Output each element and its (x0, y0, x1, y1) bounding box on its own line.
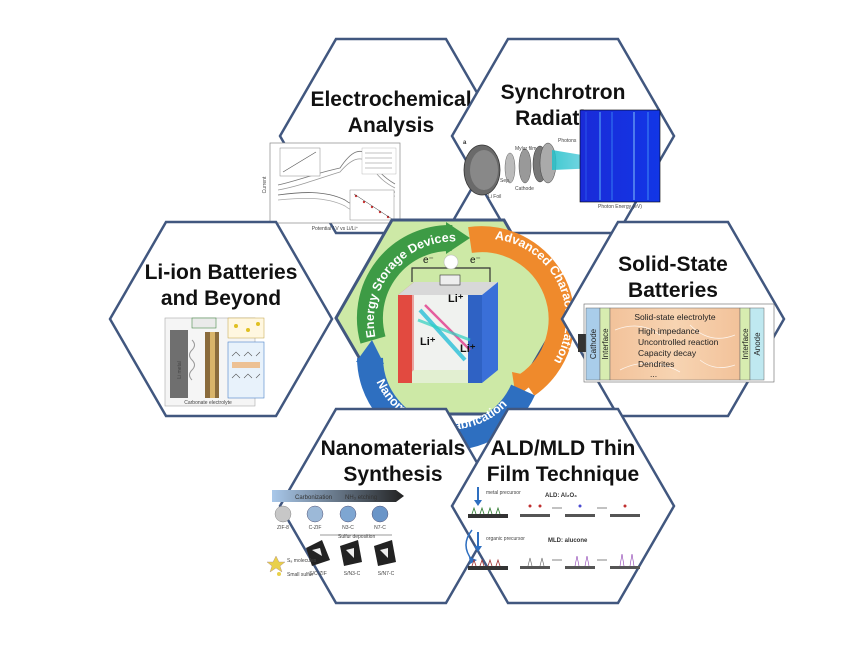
sample-bottom-3: S/N7-C (378, 571, 395, 577)
hex-solid-state-batteries: Solid-State Batteries Cathode Interface … (560, 220, 786, 418)
hex-synchrotron-radiation: Synchrotron Radiation a Mylar film Photo… (450, 37, 676, 235)
arc-energy-storage-arrowhead (446, 222, 470, 254)
issue-high-impedance: High impedance (638, 326, 700, 336)
sample-top-2: C-ZIF (309, 525, 322, 531)
cathode-label: Cathode (589, 328, 598, 359)
hex-title-line1: ALD/MLD Thin (491, 437, 636, 460)
hex-title-line1: Solid-State (618, 253, 728, 276)
interface-right-label: Interface (741, 328, 750, 360)
label-separator: Sep. (500, 178, 510, 184)
spectrum-xlabel: Photon Energy (eV) (598, 204, 642, 210)
hex-center: e⁻ e⁻ Li⁺ Li⁺ Li⁺ Energy Storage Devices… (334, 218, 577, 451)
sample-bottom-1: S/C-ZIF (309, 571, 327, 577)
sample-top-3: N3-C (342, 525, 354, 531)
hex-title-line1: Li-ion Batteries (145, 261, 298, 284)
li-metal-battery-image: Li metal Carbonate electrolyte (164, 317, 265, 407)
ald-label: ALD: Al₂O₃ (545, 493, 577, 499)
label-cathode: Cathode (515, 186, 534, 192)
sulfur-step-label: Sulfur deposition (338, 534, 375, 540)
hex-title-line1: Electrochemical (310, 88, 471, 111)
cv-plot-image: Potential / V vs Li/Li⁺ Current (262, 142, 401, 232)
electron-label-left: e⁻ (423, 255, 434, 266)
anode-label: Anode (753, 332, 762, 356)
panel-label: a (463, 140, 467, 146)
small-sulfur-icon (277, 572, 281, 576)
label-photons: Photons (558, 138, 577, 144)
synchrotron-setup-image: a Mylar film Photons Cathode Sep. Li Foi… (463, 109, 661, 210)
hex-title-line2: Film Technique (487, 463, 639, 486)
hex-title-line1: Nanomaterials (321, 437, 466, 460)
solid-state-cell-image: Cathode Interface Interface Anode Solid-… (578, 303, 775, 383)
sample-top-1: ZIF-8 (277, 525, 289, 531)
hex-nanomaterials-synthesis: Nanomaterials Synthesis Carbonization NH… (266, 407, 504, 605)
issue-uncontrolled-reaction: Uncontrolled reaction (638, 337, 719, 347)
label-mylar: Mylar film (515, 146, 536, 152)
hex-title-line2: Analysis (348, 114, 434, 137)
issue-more: ... (650, 369, 657, 379)
sample-bottom-2: S/N3-C (344, 571, 361, 577)
issue-dendrites: Dendrites (638, 359, 674, 369)
label-li-foil: Li Foil (488, 194, 501, 200)
legend-s8: S₈ molecules (287, 558, 317, 564)
hex-ald-mld-thin-film: ALD/MLD Thin Film Technique metal precur… (450, 407, 676, 605)
arc-characterization (468, 226, 575, 396)
hex-title-line2: and Beyond (161, 287, 281, 310)
li-ion-label-right: Li⁺ (460, 343, 476, 355)
arc-energy-storage (356, 224, 453, 344)
step-carbonization: Carbonization (295, 495, 332, 501)
metal-precursor-label: metal precursor (486, 490, 521, 496)
li-ion-label-left: Li⁺ (420, 336, 436, 348)
li-metal-label: Li metal (177, 361, 183, 379)
issue-capacity-decay: Capacity decay (638, 348, 697, 358)
arc-fabrication-arrowhead (356, 340, 384, 364)
battery-cell-illustration: e⁻ e⁻ Li⁺ Li⁺ Li⁺ (398, 254, 498, 383)
cv-ylabel: Current (262, 176, 268, 193)
hex-title-line2: Synthesis (343, 463, 442, 486)
hex-border (450, 407, 676, 605)
hex-title-line2: Batteries (628, 279, 718, 302)
mld-label: MLD: alucone (548, 538, 588, 544)
step-etching: NH₃ etching (345, 495, 377, 501)
electrolyte-title: Solid-state electrolyte (634, 312, 716, 322)
interface-left-label: Interface (601, 328, 610, 360)
hex-title-line1: Synchrotron (501, 81, 626, 104)
legend-small-sulfur: Small sulfur (287, 572, 313, 578)
hex-electrochemical-analysis: Electrochemical Analysis Potential / V v… (262, 37, 504, 235)
organic-precursor-label: organic precursor (486, 536, 525, 542)
sulfur-molecule-icon (266, 555, 286, 573)
cv-xlabel: Potential / V vs Li/Li⁺ (312, 226, 359, 232)
electron-label-right: e⁻ (470, 255, 481, 266)
nanomaterial-synthesis-image: Carbonization NH₃ etching ZIF-8 C-ZIF N3… (266, 490, 404, 578)
sample-top-4: N7-C (374, 525, 386, 531)
li-ion-label-top: Li⁺ (448, 293, 464, 305)
hex-li-ion-batteries: Li-ion Batteries and Beyond Li metal Car… (108, 220, 334, 418)
ald-mld-scheme-image: metal precursor ALD: Al₂O₃ organic precu… (465, 487, 640, 570)
hex-border (278, 407, 504, 605)
electrolyte-label: Carbonate electrolyte (184, 400, 232, 406)
